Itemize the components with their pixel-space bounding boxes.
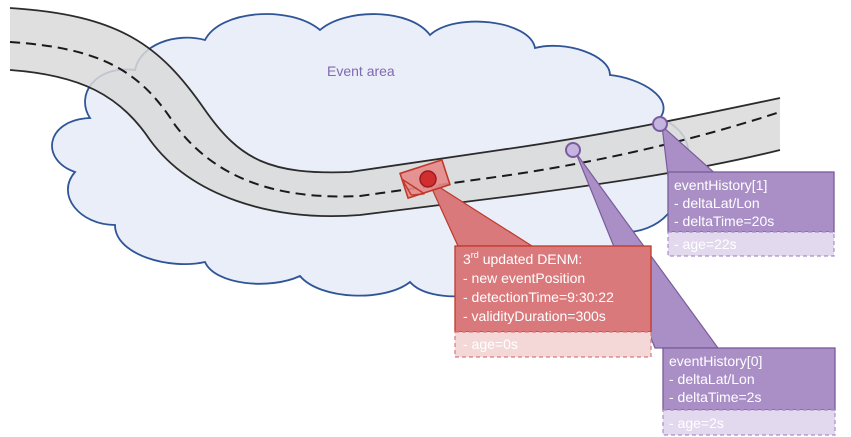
history1-line-delta-time: - deltaTime=20s (674, 213, 774, 229)
event-area-label: Event area (327, 63, 395, 79)
history1-age-box (667, 231, 835, 257)
history1-callout-box (667, 171, 835, 233)
history1-callout: eventHistory[1] - deltaLat/Lon - deltaTi… (667, 171, 835, 257)
denm-line-detection-time: - detectionTime=9:30:22 (463, 289, 614, 305)
history1-line-delta-latlon: - deltaLat/Lon (674, 195, 760, 211)
denm-line-validity-duration: - validityDuration=300s (463, 308, 606, 324)
history0-age-box (662, 409, 836, 436)
event-position-marker (399, 158, 451, 200)
history0-age: - age=2s (669, 415, 724, 431)
history0-callout-box (662, 347, 836, 411)
history0-line-delta-time: - deltaTime=2s (669, 389, 761, 405)
road-center-line (9, 41, 781, 198)
denm-age: - age=0s (463, 336, 518, 352)
history0-title: eventHistory[0] (669, 353, 762, 369)
history0-callout: eventHistory[0] - deltaLat/Lon - deltaTi… (662, 347, 836, 436)
road-edge-bottom (9, 69, 781, 217)
history1-title: eventHistory[1] (674, 177, 767, 193)
event-history-0-point (565, 142, 581, 158)
history0-line-delta-latlon: - deltaLat/Lon (669, 371, 755, 387)
denm-age-box (454, 331, 652, 358)
road (10, 8, 780, 217)
history1-age: - age=22s (674, 236, 737, 252)
denm-callout: 3rd updated DENM: - new eventPosition - … (454, 245, 652, 358)
denm-title: 3rd updated DENM: (463, 250, 582, 267)
event-history-1-point (652, 116, 668, 132)
denm-line-event-position: - new eventPosition (463, 270, 585, 286)
